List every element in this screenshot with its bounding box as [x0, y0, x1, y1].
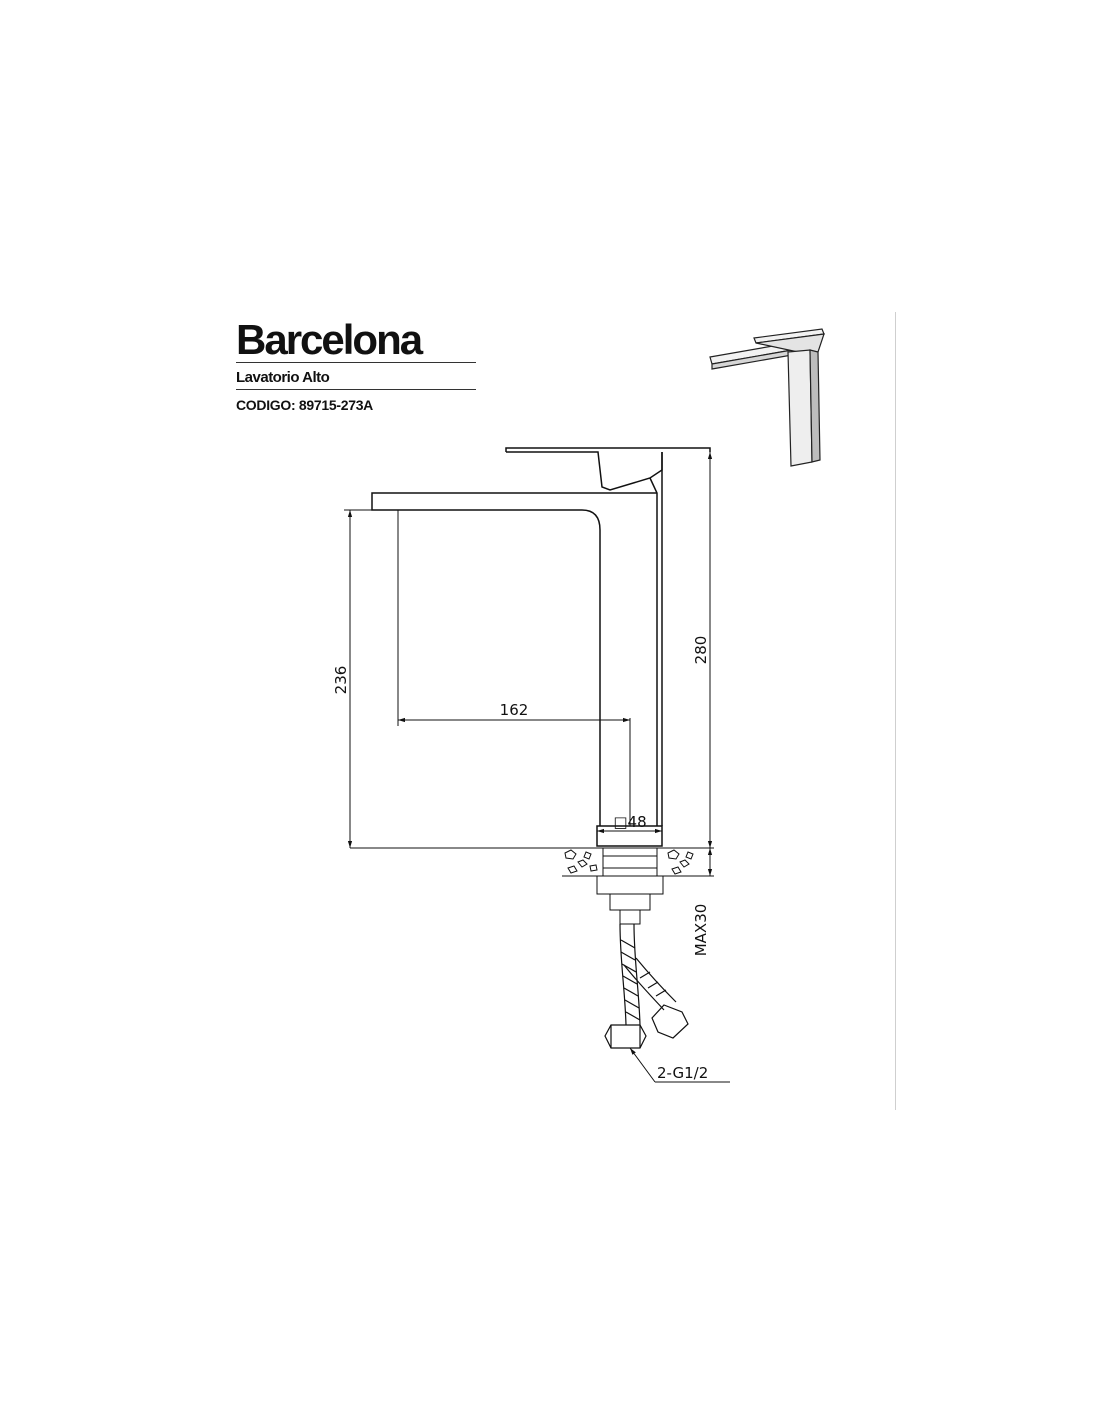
label-236: 236 [332, 666, 350, 695]
page-divider [895, 312, 896, 1110]
countertop-section [350, 847, 712, 925]
label-connection: 2-G1/2 [657, 1064, 708, 1082]
product-code: CODIGO: 89715-273A [236, 397, 373, 413]
faucet-outline [371, 447, 711, 847]
dimension-spout-height [344, 509, 386, 848]
label-162: 162 [500, 701, 529, 719]
dimension-max-thickness [700, 848, 714, 877]
label-base-48: □48 [613, 813, 646, 831]
product-title: Barcelona [236, 316, 423, 363]
dimension-spout-reach [397, 510, 631, 826]
label-max30: MAX30 [692, 904, 710, 957]
faucet-thumbnail [709, 328, 825, 467]
title-underline [236, 362, 476, 363]
product-subtitle: Lavatorio Alto [236, 369, 330, 386]
leader-connection [629, 1047, 730, 1083]
label-280: 280 [692, 636, 710, 665]
subtitle-underline [236, 389, 476, 390]
supply-hoses [604, 923, 689, 1049]
